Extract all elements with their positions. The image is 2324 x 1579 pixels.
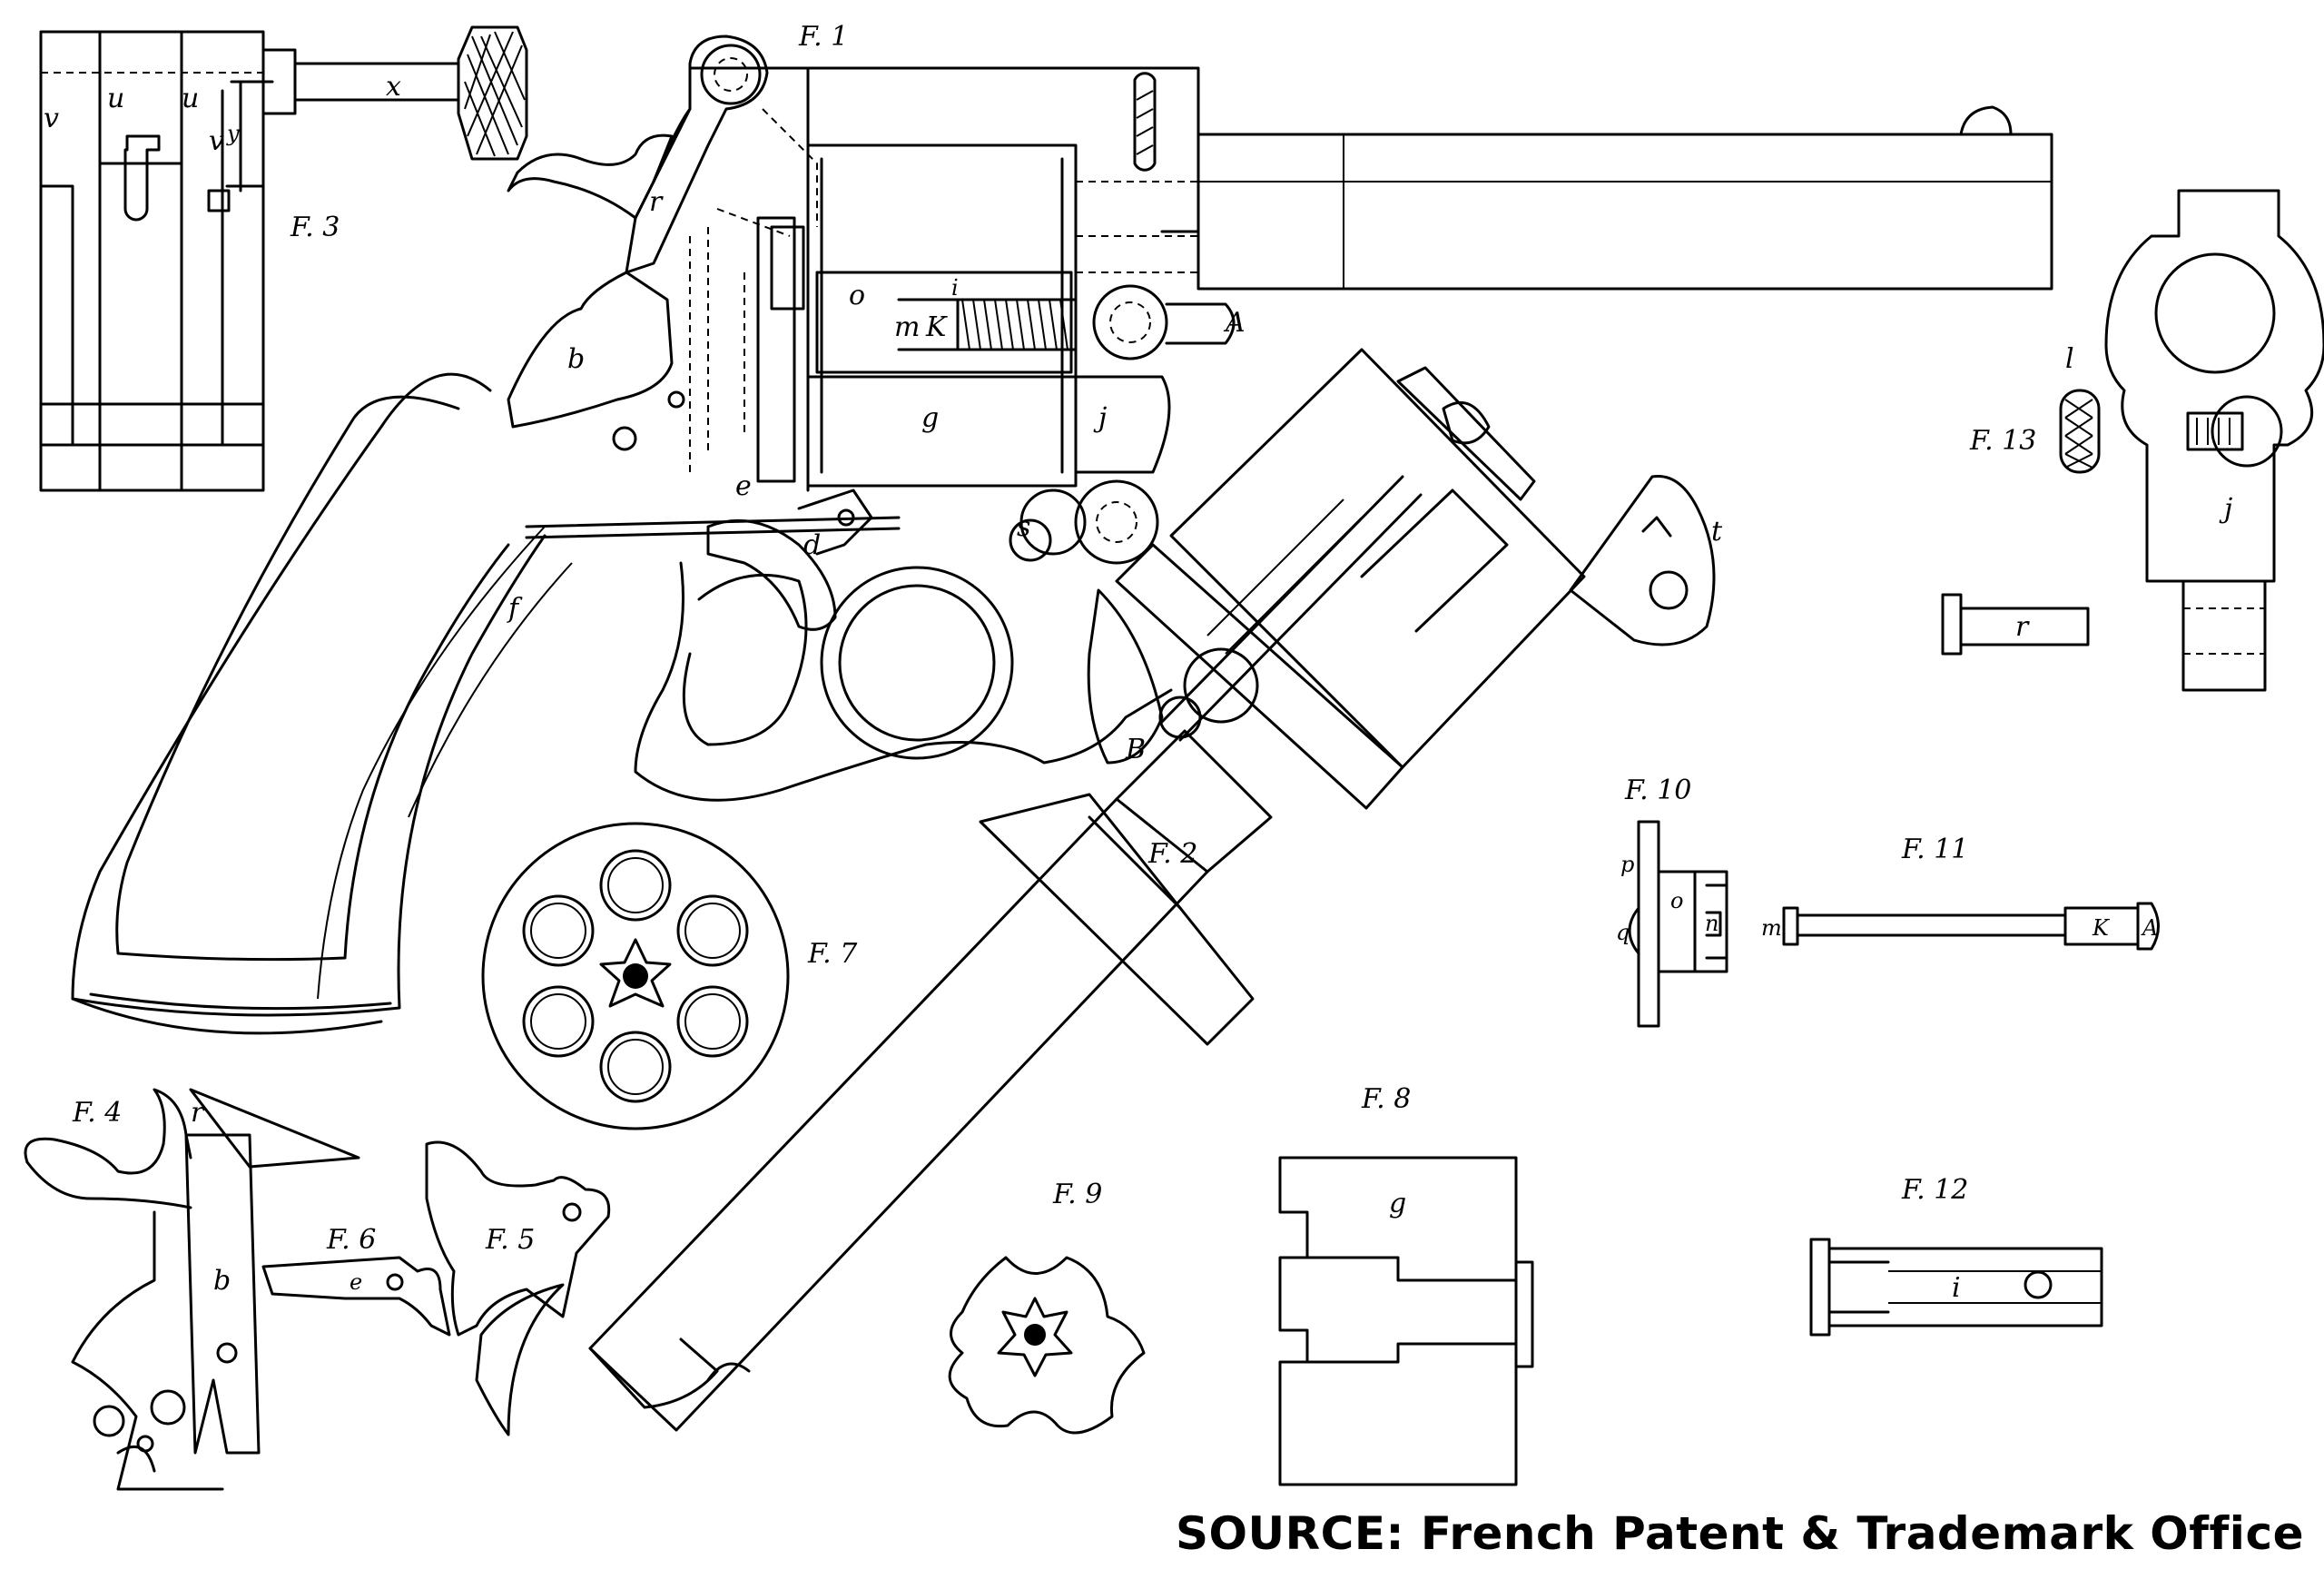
figure-label-6: F. 6 — [326, 1224, 376, 1256]
label-u-2: u — [182, 83, 199, 114]
label-v-2: v — [209, 125, 224, 157]
label-b: b — [567, 343, 585, 375]
figure-7: F. 7 — [481, 822, 858, 1130]
figure-11: m K A F. 11 — [1761, 834, 2160, 951]
figure-10: q p o n F. 10 — [1616, 775, 1728, 1028]
label-q: q — [1616, 920, 1630, 945]
figure-label-9: F. 9 — [1052, 1179, 1102, 1210]
label-o-10: o — [1670, 888, 1683, 913]
label-e: e — [735, 470, 752, 502]
source-credit: SOURCE: French Patent & Trademark Office — [1176, 1507, 2304, 1560]
label-i: i — [951, 275, 959, 301]
figure-9: F. 9 — [948, 1179, 1146, 1435]
figure-2: t F. 2 — [588, 348, 1723, 1432]
figure-12: i F. 12 — [1809, 1174, 2103, 1337]
figure-4: b r F. 4 — [24, 1088, 360, 1491]
label-r-4: r — [191, 1097, 205, 1129]
figure-8: g F. 8 — [1278, 1083, 1534, 1486]
label-K-11: K — [2092, 915, 2111, 941]
label-g-8: g — [1389, 1188, 1406, 1219]
figure-label-1: F. 1 — [798, 21, 848, 53]
label-p: p — [1620, 852, 1634, 877]
figure-label-4: F. 4 — [72, 1097, 122, 1129]
figure-5: F. 5 — [425, 1140, 611, 1436]
figure-3: v u u v y x F. 3 — [39, 25, 528, 492]
label-m-11: m — [1761, 915, 1782, 941]
label-c: e — [350, 1269, 362, 1295]
label-t: t — [1711, 516, 1723, 548]
label-s: s — [1017, 511, 1030, 543]
label-n: n — [1705, 911, 1718, 936]
figure-13: l j F. 13 r — [1941, 189, 2324, 692]
label-b-4: b — [213, 1265, 231, 1297]
label-f: f — [507, 593, 523, 625]
label-r: r — [649, 186, 664, 218]
figure-label-11: F. 11 — [1901, 834, 1968, 865]
figure-label-2: F. 2 — [1147, 838, 1197, 870]
figure-label-3: F. 3 — [290, 212, 340, 243]
figure-1: A K m o g j i r b f — [71, 21, 2053, 1035]
label-l: l — [2065, 343, 2074, 375]
label-v: v — [44, 103, 59, 134]
label-j-13: j — [2219, 493, 2232, 525]
label-i-12: i — [1952, 1272, 1961, 1304]
figure-label-8: F. 8 — [1361, 1083, 1411, 1115]
label-A-11: A — [2141, 915, 2158, 941]
label-K: K — [925, 311, 948, 343]
label-g: g — [921, 402, 939, 434]
figure-6: e F. 6 — [261, 1224, 451, 1337]
label-m: m — [894, 311, 920, 343]
label-B: B — [1125, 734, 1146, 765]
label-r-pin: r — [2015, 611, 2030, 643]
label-d: d — [803, 529, 821, 561]
figure-label-13: F. 13 — [1969, 425, 2036, 457]
label-o: o — [849, 280, 865, 311]
label-A: A — [1223, 307, 1246, 339]
label-j: j — [1093, 402, 1107, 434]
label-y: y — [226, 121, 240, 146]
figure-label-5: F. 5 — [485, 1224, 535, 1256]
figure-label-10: F. 10 — [1624, 775, 1691, 806]
label-u: u — [107, 83, 124, 114]
label-x: x — [386, 71, 401, 103]
figure-label-12: F. 12 — [1901, 1174, 1968, 1206]
figure-label-7: F. 7 — [807, 938, 858, 970]
